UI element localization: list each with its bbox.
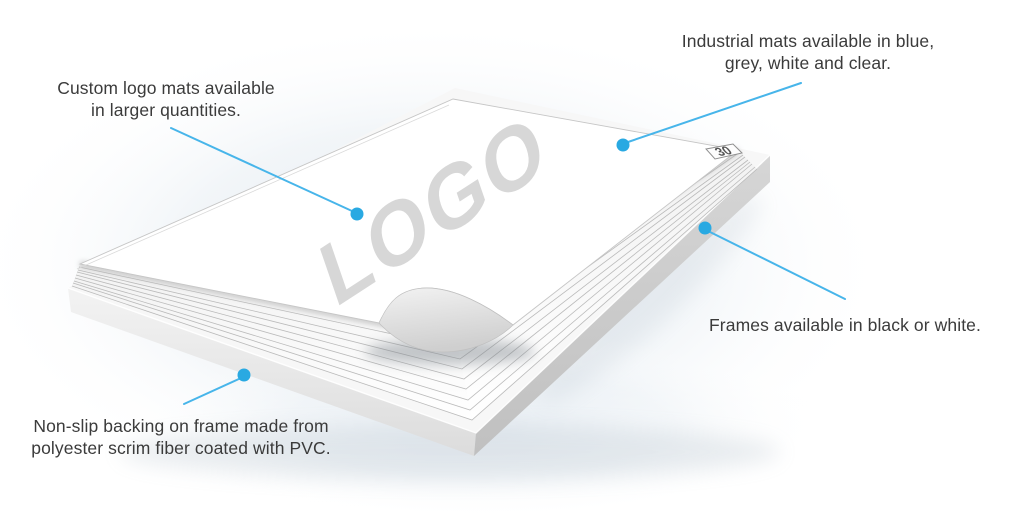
callout-dots	[237, 138, 712, 382]
frame-left-face	[68, 288, 476, 456]
stack-left-band	[72, 264, 472, 420]
callout-industrial-line1: Industrial mats available in blue,	[681, 31, 935, 51]
callout-custom-logo: Custom logo mats available in larger qua…	[16, 77, 316, 121]
mat-drop-shadow-right	[539, 196, 761, 404]
callout-industrial: Industrial mats available in blue, grey,…	[658, 30, 958, 74]
top-sheet-back-edge-line	[76, 104, 450, 270]
callout-backing-line2: polyester scrim fiber coated with PVC.	[31, 438, 331, 458]
callout-line-industrial	[627, 82, 802, 143]
badge-30: 30	[705, 143, 743, 160]
callout-backing: Non-slip backing on frame made from poly…	[11, 415, 351, 459]
callout-dot-custom-logo	[350, 207, 364, 221]
callout-dot-frames	[698, 221, 712, 235]
callout-frames: Frames available in black or white.	[685, 314, 1005, 336]
callout-line-custom-logo	[170, 127, 353, 212]
callout-dot-backing	[237, 368, 251, 382]
curl-underside	[378, 287, 514, 353]
callout-dot-industrial	[616, 138, 630, 152]
callout-industrial-line2: grey, white and clear.	[724, 53, 892, 73]
callout-pointers	[170, 82, 846, 405]
callout-custom-logo-line2: in larger quantities.	[91, 100, 241, 120]
callout-custom-logo-line1: Custom logo mats available	[57, 78, 275, 98]
badge-30-outline	[705, 143, 743, 160]
frame-edge-highlight	[67, 154, 771, 434]
frame-right-face	[474, 155, 770, 456]
callout-line-frames	[707, 230, 846, 300]
mat-drop-shadow	[120, 424, 780, 480]
callout-backing-line1: Non-slip backing on frame made from	[33, 416, 329, 436]
callout-frames-line1: Frames available in black or white.	[709, 315, 981, 335]
callout-line-backing	[183, 377, 242, 405]
